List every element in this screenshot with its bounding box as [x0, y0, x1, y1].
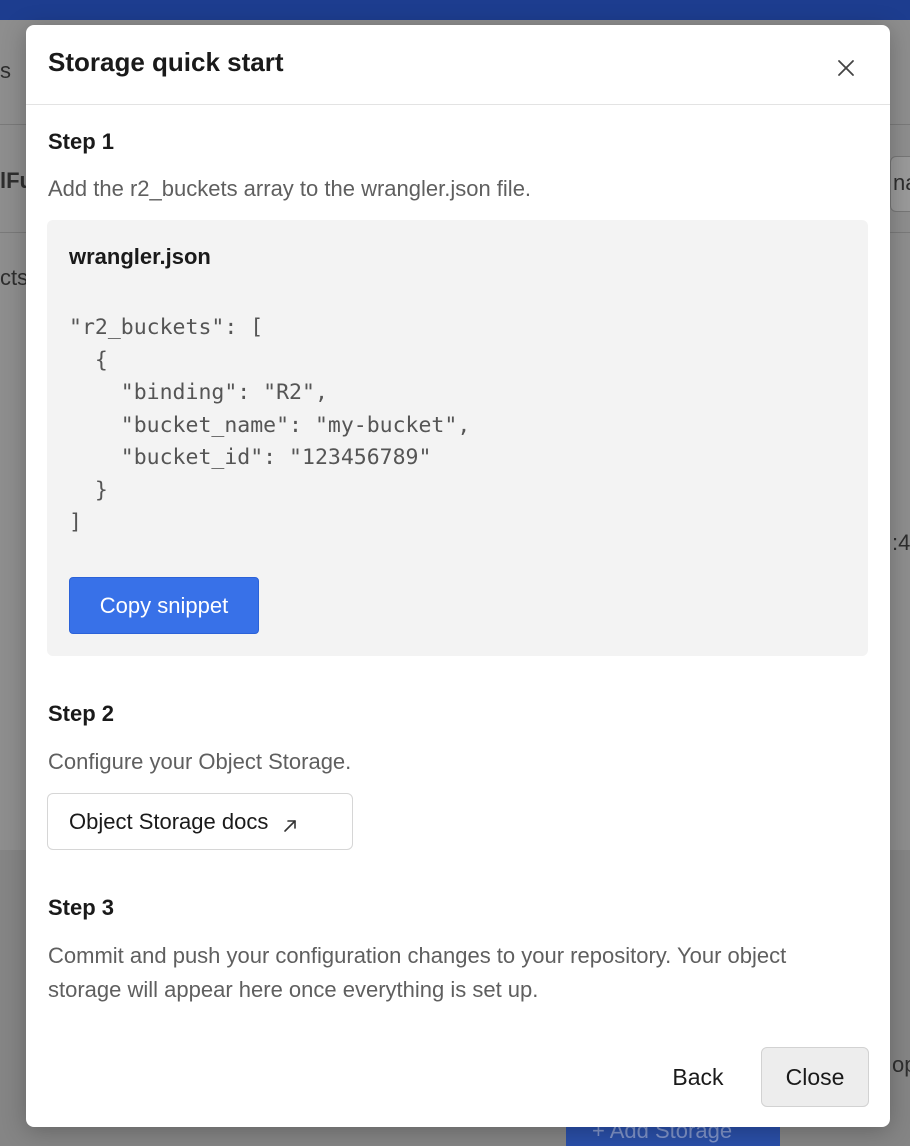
step-2-description: Configure your Object Storage. — [48, 749, 352, 774]
code-snippet-panel: wrangler.json "r2_buckets": [ { "binding… — [47, 220, 868, 656]
external-link-icon — [282, 814, 298, 832]
step-1-description: Add the r2_buckets array to the wrangler… — [48, 176, 532, 201]
step-3-heading: Step 3 — [48, 895, 115, 920]
background-text-fragment: nai — [893, 170, 910, 195]
dialog-title: Storage quick start — [48, 47, 284, 77]
storage-quick-start-dialog: Storage quick start Step 1 Add the r2_bu… — [26, 25, 890, 1127]
close-button[interactable]: Close — [761, 1047, 869, 1107]
background-text-fragment: cts — [0, 265, 29, 290]
background-text-fragment: s — [0, 58, 11, 83]
copy-snippet-button[interactable]: Copy snippet — [69, 577, 259, 634]
step-3-description: Commit and push your configuration chang… — [48, 943, 787, 1002]
background-control — [890, 156, 910, 212]
code-filename: wrangler.json — [69, 244, 211, 269]
object-storage-docs-button[interactable]: Object Storage docs — [47, 793, 353, 850]
close-icon[interactable] — [834, 56, 858, 80]
step-2-heading: Step 2 — [48, 701, 115, 726]
docs-button-label: Object Storage docs — [69, 808, 269, 834]
back-button[interactable]: Back — [652, 1048, 744, 1106]
background-text-fragment: :4 — [892, 530, 910, 555]
dialog-header: Storage quick start — [26, 25, 890, 105]
app-top-bar — [0, 0, 910, 20]
background-text-fragment: op — [892, 1052, 910, 1077]
step-1-heading: Step 1 — [48, 129, 115, 154]
code-snippet: "r2_buckets": [ { "binding": "R2", "buck… — [69, 315, 471, 535]
